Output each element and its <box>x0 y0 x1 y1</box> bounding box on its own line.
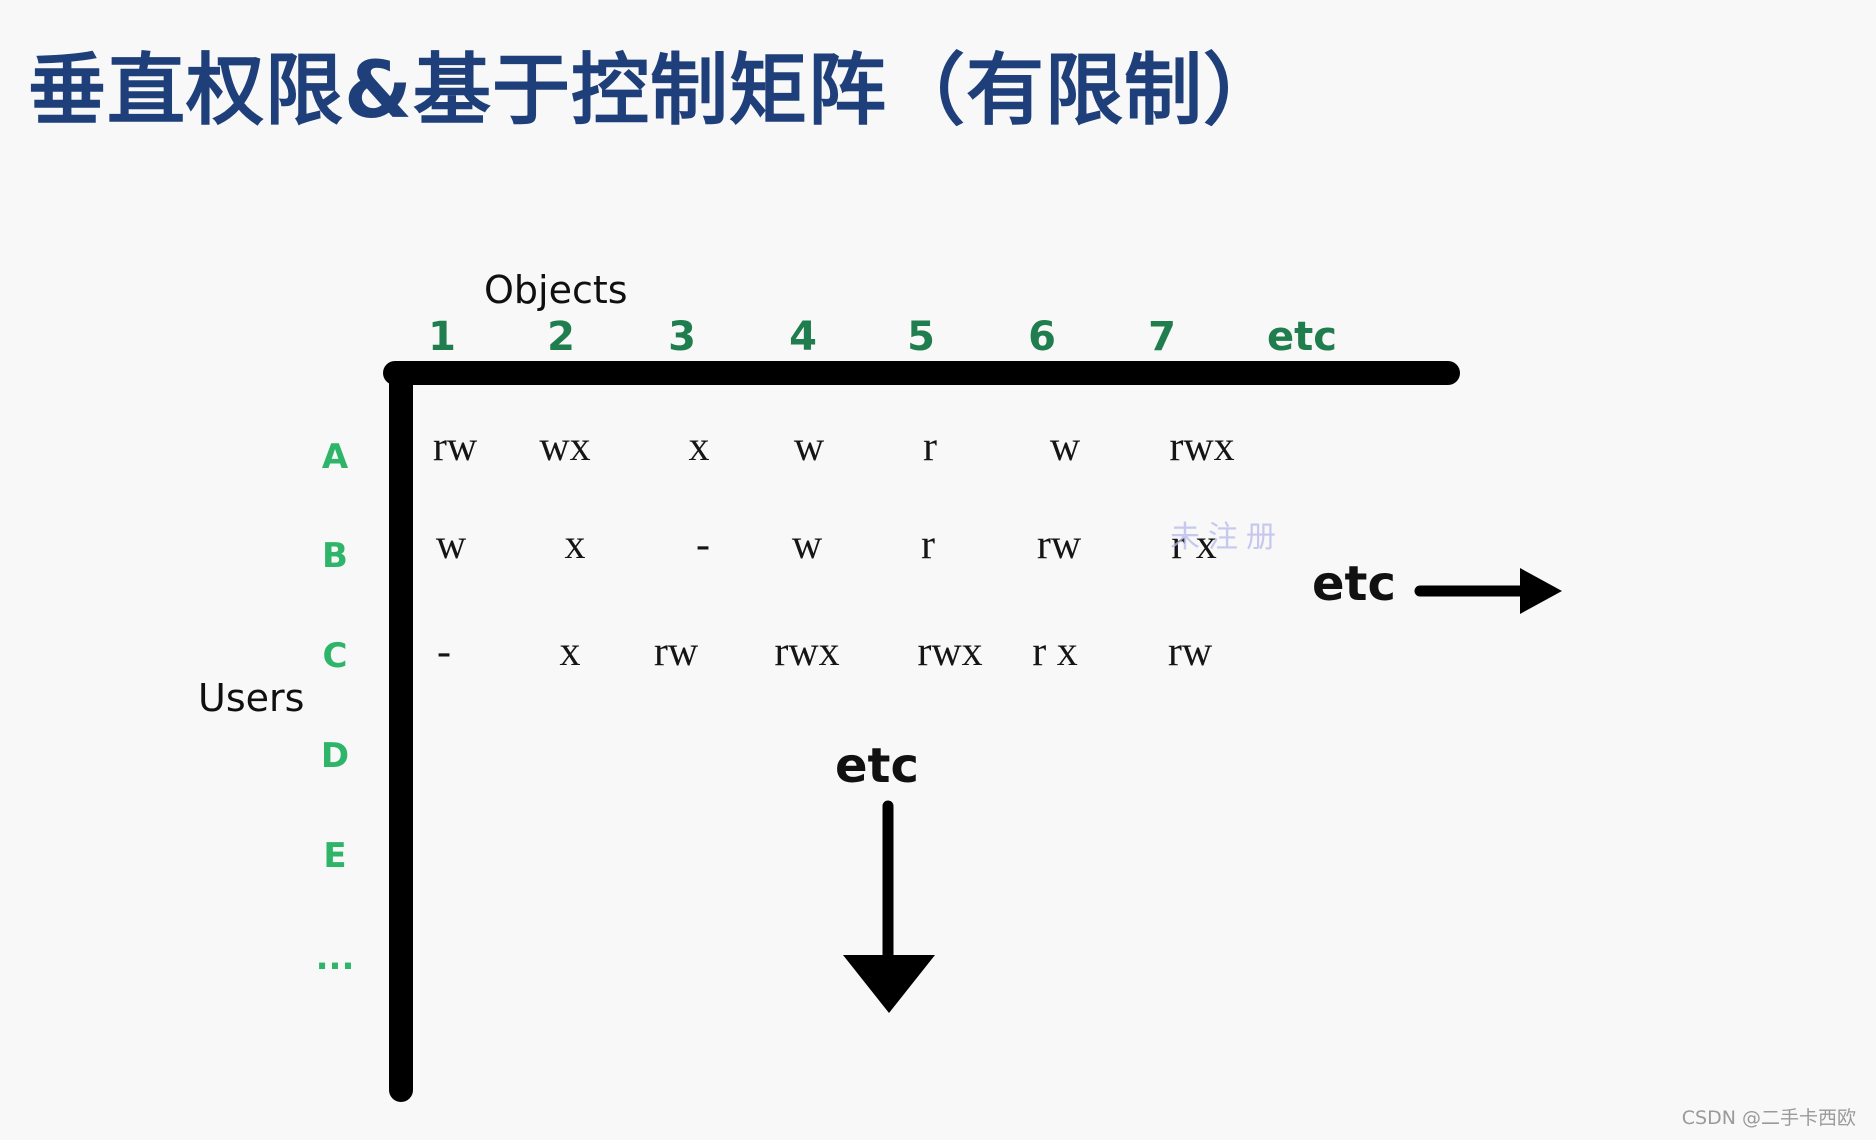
matrix-cell: x <box>559 629 581 675</box>
etc-right-label: etc <box>1312 556 1396 612</box>
users-axis-label: Users <box>198 676 305 720</box>
matrix-cell: w <box>1049 424 1081 470</box>
matrix-cell: r <box>923 424 937 470</box>
column-header: etc <box>1267 314 1337 360</box>
matrix-cell: rwx <box>917 629 983 675</box>
matrix-cell: w <box>793 424 825 470</box>
objects-axis-label: Objects <box>484 268 628 312</box>
matrix-cell: w <box>435 522 467 568</box>
etc-right-arrow-head <box>1520 568 1562 614</box>
row-header: E <box>323 836 347 876</box>
row-header: ... <box>315 938 355 978</box>
matrix-cell: r x <box>1032 629 1078 675</box>
column-header: 7 <box>1148 314 1176 360</box>
column-header: 3 <box>668 314 696 360</box>
column-header: 1 <box>428 314 456 360</box>
column-header: 2 <box>547 314 575 360</box>
matrix-cell: r <box>921 522 935 568</box>
source-watermark: CSDN @二手卡西欧 <box>1681 1107 1856 1129</box>
matrix-cell: rw <box>1167 629 1213 675</box>
row-header: D <box>320 736 350 776</box>
matrix-cell: x <box>564 522 586 568</box>
matrix-cell: - <box>437 629 451 675</box>
page-title: 垂直权限&基于控制矩阵（有限制） <box>28 46 1283 136</box>
matrix-cell: rw <box>1036 522 1082 568</box>
row-header: C <box>322 636 348 676</box>
column-header: 6 <box>1028 314 1056 360</box>
row-header: A <box>321 437 349 477</box>
watermark-text: 未注册 <box>1170 520 1284 555</box>
etc-down-arrow-head <box>843 955 935 1013</box>
matrix-cell: rwx <box>774 629 840 675</box>
row-header: B <box>322 536 348 576</box>
column-header: 4 <box>789 314 817 360</box>
matrix-cell: - <box>696 522 710 568</box>
matrix-cell: r x <box>1171 522 1217 568</box>
matrix-cell: wx <box>539 424 591 470</box>
matrix-cell: x <box>688 424 710 470</box>
matrix-cell: rw <box>432 424 478 470</box>
etc-down-label: etc <box>835 738 919 794</box>
matrix-cell: w <box>791 522 823 568</box>
matrix-cell: rw <box>653 629 699 675</box>
column-header: 5 <box>907 314 935 360</box>
matrix-cell: rwx <box>1169 424 1235 470</box>
